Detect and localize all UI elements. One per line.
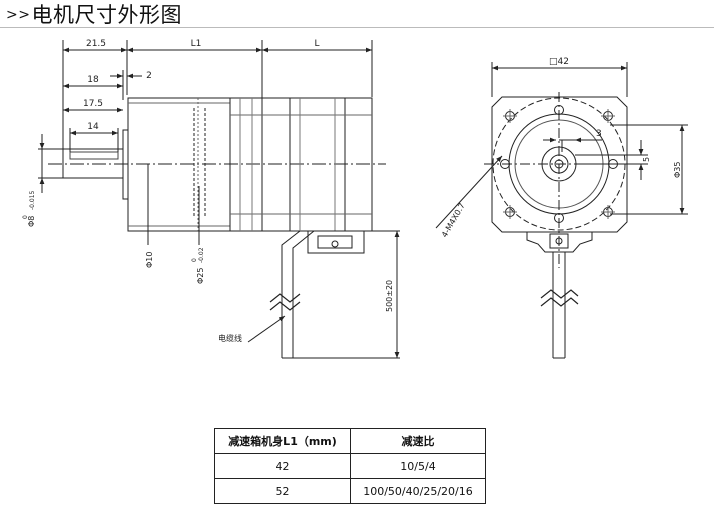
dim-square-42: □42 [549, 57, 569, 67]
cell-ratio: 100/50/40/25/20/16 [350, 478, 486, 504]
dim-21-5: 21.5 [86, 39, 106, 49]
dim-l: L [314, 39, 319, 49]
dim-shaft-tol-bottom: -0.015 [29, 190, 36, 210]
title-rule [0, 27, 714, 28]
title-prefix: >> [6, 7, 31, 23]
dim-18: 18 [87, 75, 99, 85]
cell-gearbox-length: 42 [214, 453, 351, 479]
dim-phi35: Φ35 [673, 162, 682, 178]
side-view [38, 40, 400, 359]
dim-phi25: Φ25 [196, 268, 205, 284]
table-header-row: 减速箱机身L1（mm) 减速比 [214, 428, 486, 454]
dim-17-5: 17.5 [83, 99, 103, 109]
dim-2: 2 [146, 71, 152, 81]
dim-14: 14 [87, 122, 99, 132]
dim-3: 3 [596, 129, 602, 139]
dim-shaft-diameter: Φ8 [27, 216, 36, 227]
cell-ratio: 10/5/4 [350, 453, 486, 479]
dim-phi10: Φ10 [145, 252, 154, 268]
spec-table: 减速箱机身L1（mm) 减速比 42 10/5/4 52 100/50/40/2… [214, 428, 486, 504]
dim-cable-length: 500±20 [385, 280, 394, 312]
motor-drawing: 21.5 L1 L 18 2 17.5 14 Φ8 0 -0.015 Φ10 Φ… [0, 27, 714, 359]
header-gearbox-length: 减速箱机身L1（mm) [214, 428, 351, 454]
table-row: 42 10/5/4 [214, 453, 486, 479]
dim-l1: L1 [191, 39, 202, 49]
dim-5: 5 [642, 157, 651, 162]
dim-shaft-tol-top: 0 [22, 215, 29, 219]
dim-mounting-holes: 4-M4X0.7 [440, 201, 467, 239]
square-symbol: □ [549, 57, 558, 67]
header-ratio: 减速比 [350, 428, 486, 454]
page-title: >>电机尺寸外形图 [6, 2, 182, 28]
title-text: 电机尺寸外形图 [31, 3, 182, 27]
cell-gearbox-length: 52 [214, 478, 351, 504]
front-view [435, 62, 688, 359]
table-row: 52 100/50/40/25/20/16 [214, 478, 486, 504]
dim-42: 42 [558, 57, 569, 67]
dim-phi25-tol-bottom: -0.02 [198, 247, 205, 263]
dim-phi25-tol-top: 0 [191, 258, 198, 262]
cable-label: 电缆线 [218, 333, 242, 343]
